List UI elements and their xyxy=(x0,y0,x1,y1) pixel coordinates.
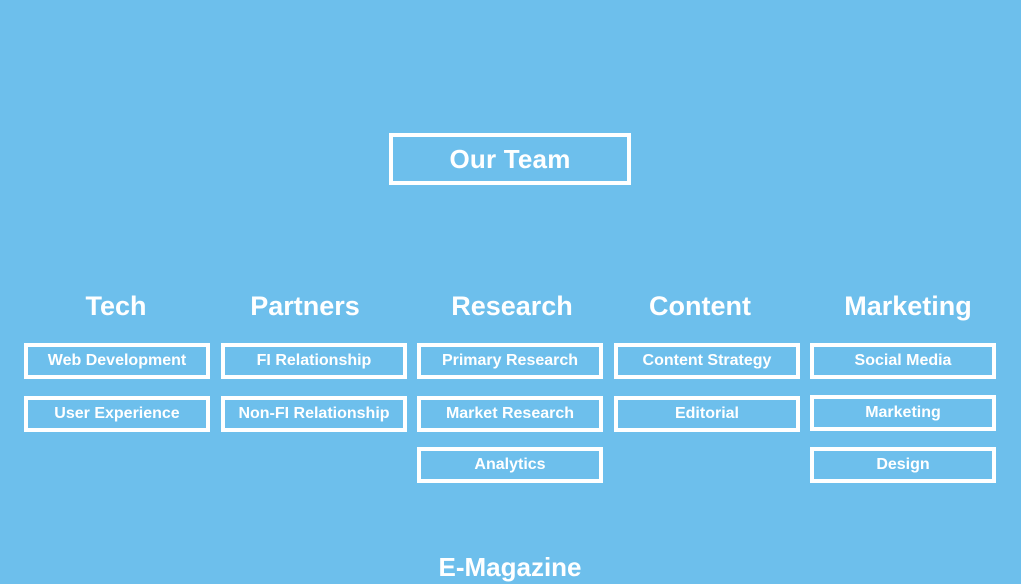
team-node-fi-relationship: FI Relationship xyxy=(221,343,407,379)
team-label: Editorial xyxy=(674,405,739,422)
team-node-social-media: Social Media xyxy=(810,343,996,379)
team-label: Non-FI Relationship xyxy=(238,405,390,422)
team-node-design: Design xyxy=(810,447,996,483)
department-heading-marketing: Marketing xyxy=(844,291,972,321)
team-label: Web Development xyxy=(47,352,187,369)
team-node-non-fi-relationship: Non-FI Relationship xyxy=(221,396,407,432)
team-node-primary-research: Primary Research xyxy=(417,343,603,379)
team-label: Primary Research xyxy=(441,352,579,369)
department-heading-content: Content xyxy=(649,291,751,321)
team-node-content-strategy: Content Strategy xyxy=(614,343,800,379)
team-node-market-research: Market Research xyxy=(417,396,603,432)
team-node-web-development: Web Development xyxy=(24,343,210,379)
team-label: FI Relationship xyxy=(256,352,372,369)
team-label: Market Research xyxy=(445,405,575,422)
our-team-label: Our Team xyxy=(449,143,571,174)
team-label: Design xyxy=(876,456,930,473)
team-node-user-experience: User Experience xyxy=(24,396,210,432)
team-label: User Experience xyxy=(54,405,180,422)
team-label: Content Strategy xyxy=(642,352,772,369)
team-label: Analytics xyxy=(474,456,546,473)
team-node-editorial: Editorial xyxy=(614,396,800,432)
department-heading-partners: Partners xyxy=(250,291,360,321)
team-node-analytics: Analytics xyxy=(417,447,603,483)
our-team-node: Our Team xyxy=(389,133,631,185)
department-heading-tech: Tech xyxy=(85,291,147,321)
team-label: Social Media xyxy=(854,352,952,369)
department-heading-research: Research xyxy=(451,291,573,321)
team-node-marketing: Marketing xyxy=(810,395,996,431)
team-label: Marketing xyxy=(865,404,941,421)
e-magazine-heading: E-Magazine xyxy=(438,552,582,582)
